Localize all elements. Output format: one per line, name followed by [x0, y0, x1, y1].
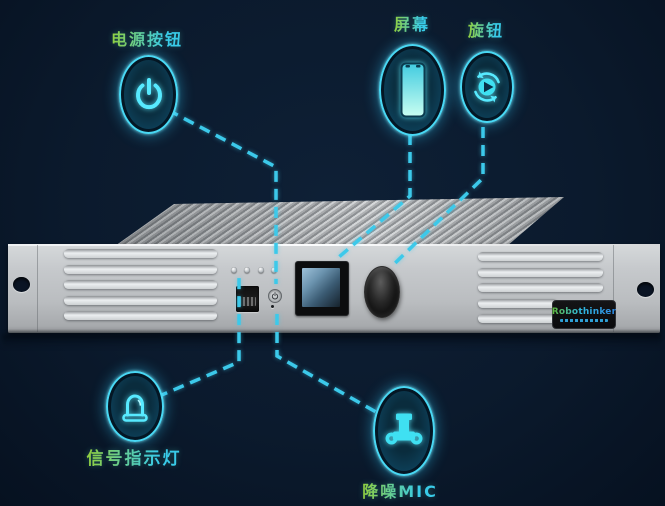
vent-slot [64, 296, 217, 305]
rotate-knob-icon [474, 71, 500, 103]
indicator-led [258, 267, 264, 273]
right-ear-seam [613, 245, 614, 332]
phone-screen-icon [400, 62, 425, 118]
power-icon [271, 292, 279, 300]
indicator-led [231, 267, 237, 273]
left-ear-seam [37, 245, 38, 332]
indicator-led [244, 267, 250, 273]
vent-slot [64, 311, 217, 320]
brand-logo: Robothinker [552, 300, 616, 329]
right-mount-hole [637, 282, 654, 297]
knob-badge [460, 51, 514, 123]
knob-label: 旋钮 [468, 17, 504, 41]
screen-label: 屏幕 [394, 11, 430, 35]
panel-mic-hole [271, 305, 274, 308]
vent-slot [64, 249, 217, 258]
device-front-panel: Robothinker [8, 244, 660, 333]
vent-slot [64, 280, 217, 289]
mic-label: 降噪MIC [362, 478, 438, 502]
signal-badge [106, 371, 164, 442]
vent-slot [478, 268, 603, 277]
vent-slot [478, 299, 558, 308]
vent-slot [478, 252, 603, 261]
indicator-led [271, 267, 277, 273]
vent-slot [64, 265, 217, 274]
signal-label: 信号指示灯 [87, 444, 182, 469]
left-mount-hole [13, 277, 30, 292]
noise-cancel-mic-icon [385, 413, 423, 445]
panel-bottom-shade [8, 329, 660, 333]
screen-badge [379, 44, 446, 136]
panel-top-highlight [8, 244, 660, 246]
panel-knob [364, 266, 400, 318]
vent-slot [478, 283, 603, 292]
mic-badge [373, 386, 435, 476]
brand-logo-tagline [560, 319, 608, 322]
screen-display [302, 268, 340, 307]
signal-lamp-icon [122, 394, 148, 422]
power-badge [119, 55, 178, 134]
device-shadow [2, 334, 662, 348]
brand-logo-text: Robothinker [551, 307, 617, 317]
network-port [236, 286, 259, 312]
vent-slot [478, 314, 558, 323]
panel-screen [295, 261, 349, 316]
panel-power-button [268, 289, 282, 303]
power-label: 电源按钮 [111, 26, 183, 50]
power-icon [135, 77, 162, 109]
network-port-pins [239, 297, 256, 306]
